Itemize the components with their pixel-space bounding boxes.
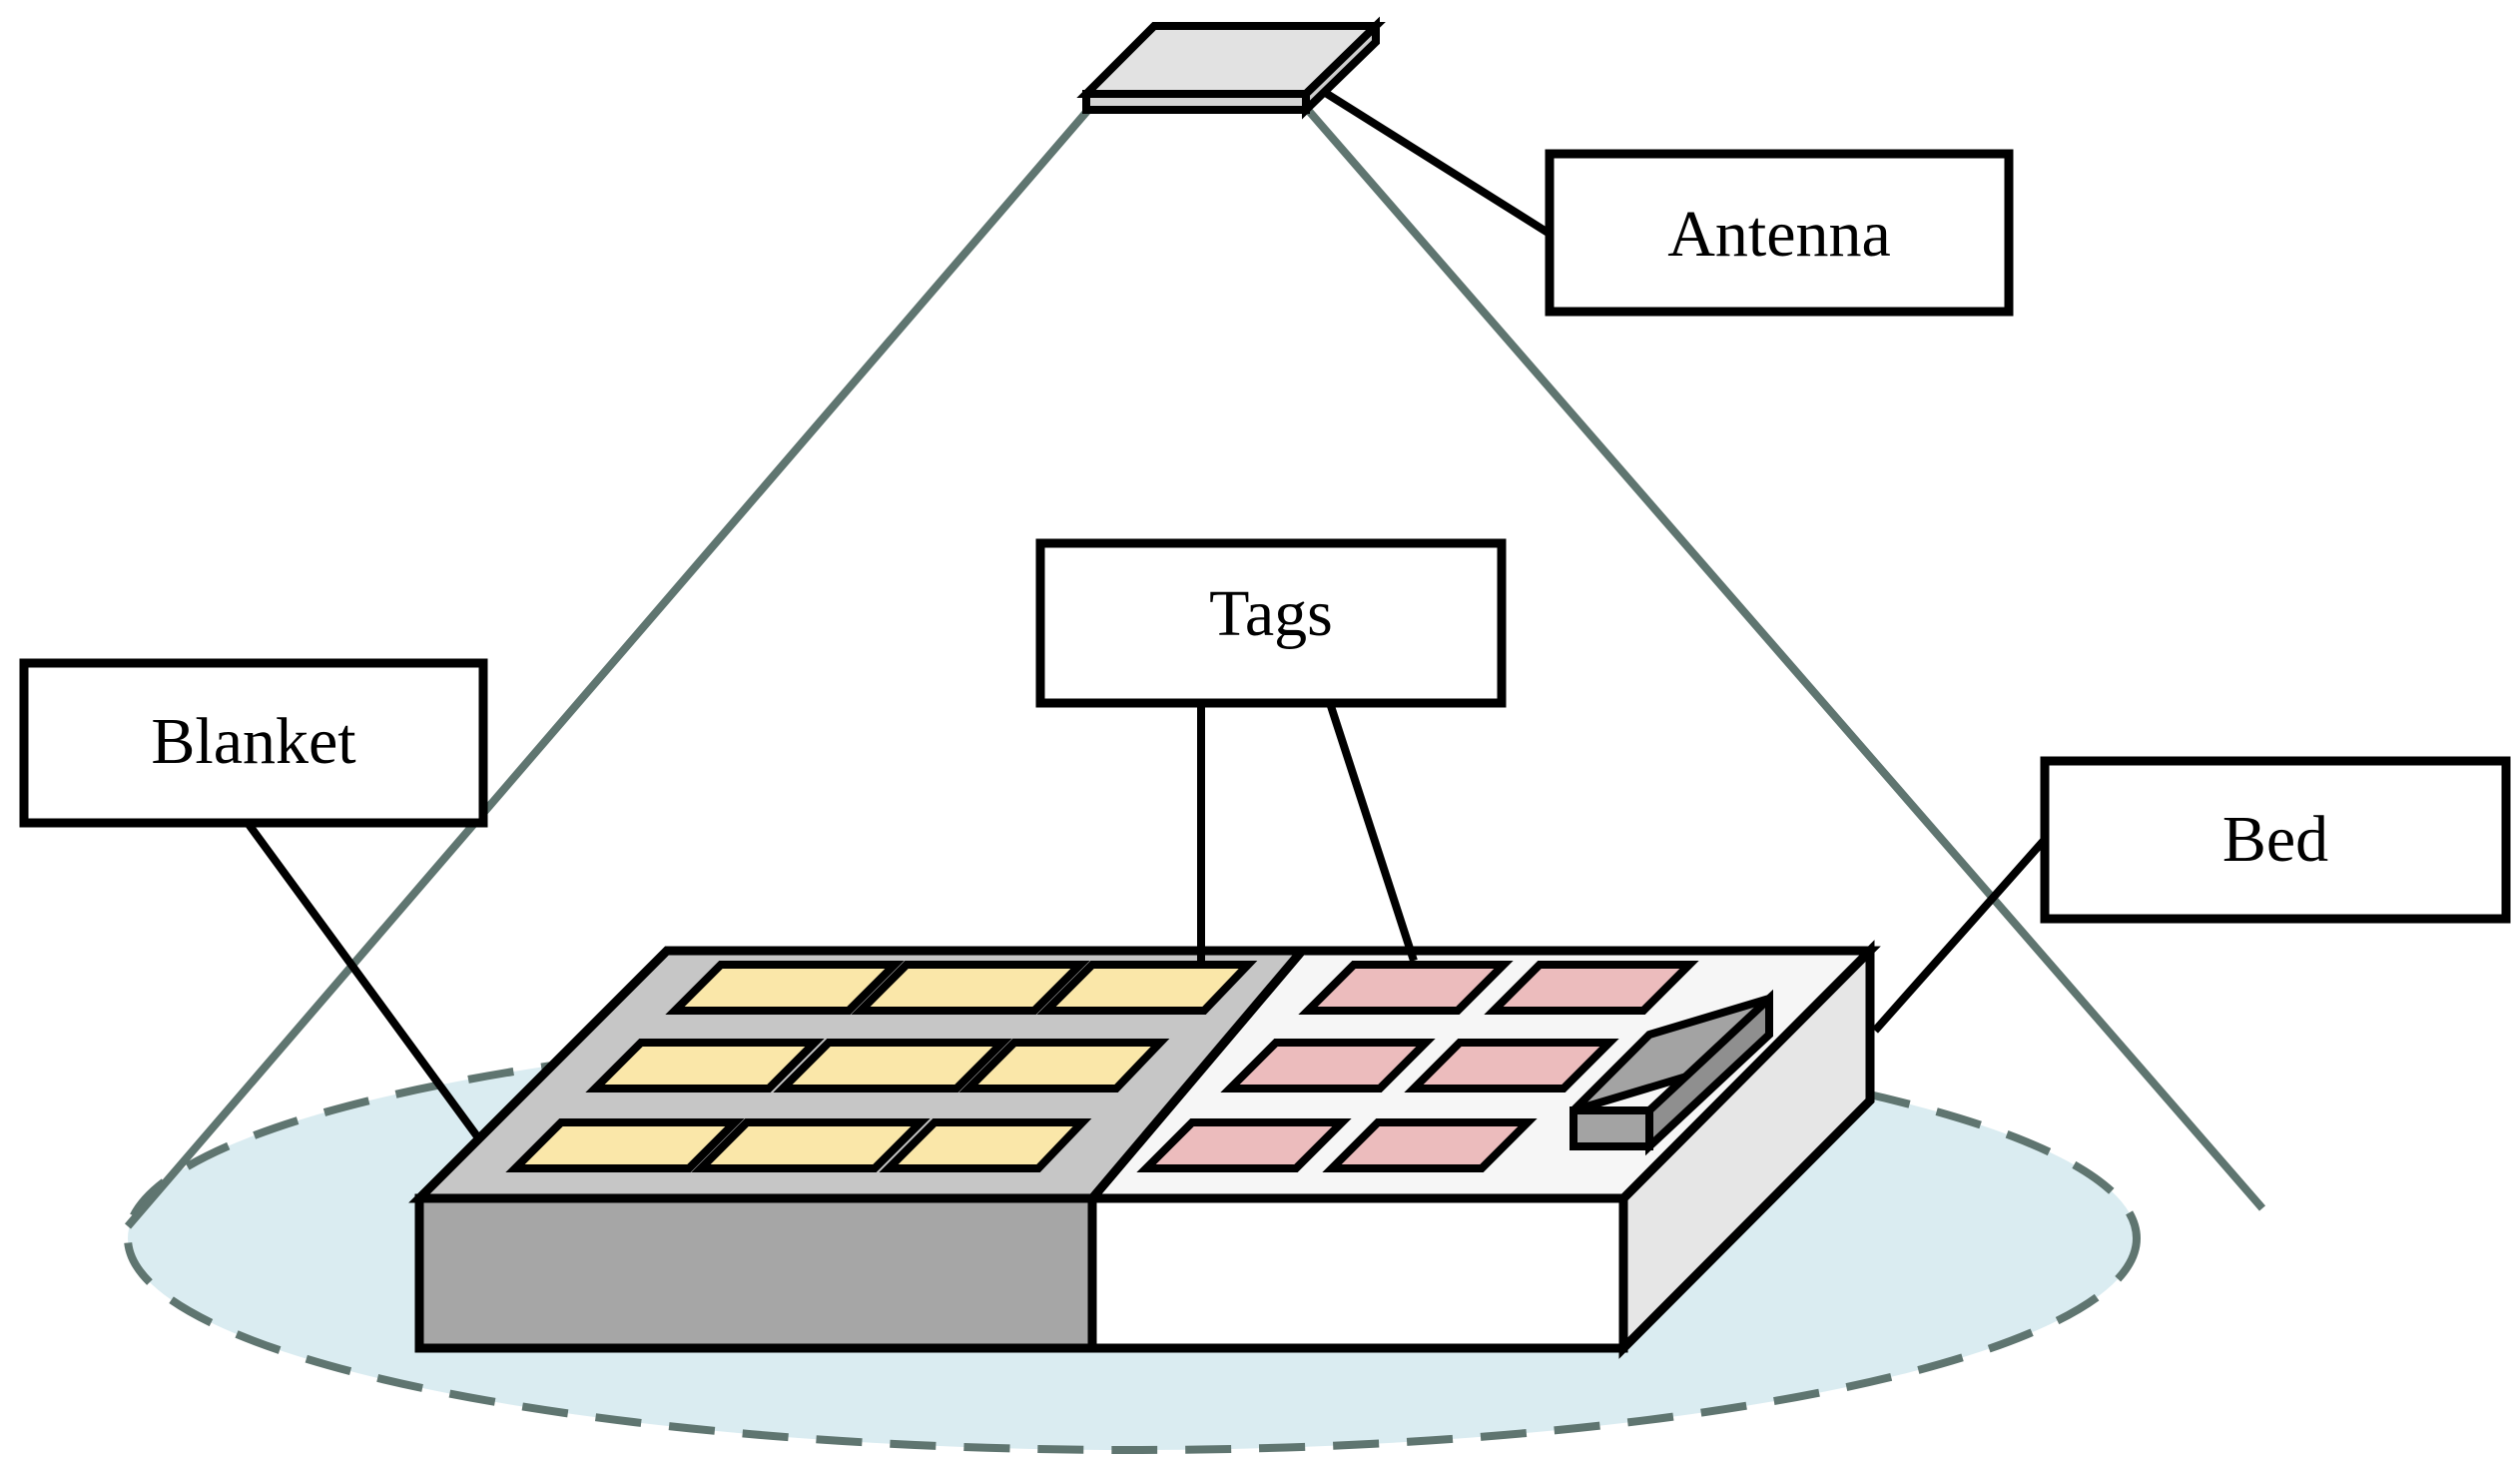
bed-leader-line <box>1872 832 2052 1034</box>
antenna-label-box <box>1545 149 2014 317</box>
blanket-tag <box>665 961 905 1015</box>
blanket-tag <box>851 961 1090 1015</box>
coverage-cone <box>124 107 2266 1229</box>
bed-front-face <box>1087 1193 1628 1353</box>
blanket-label-box <box>19 658 488 828</box>
antenna-label: Antenna <box>1667 198 1891 271</box>
blanket-tag <box>691 1118 931 1172</box>
coverage-cone-right-edge <box>1304 107 2266 1211</box>
blanket-leader-line <box>244 820 481 1139</box>
blanket-tag <box>879 1118 1092 1172</box>
bed-label: Bed <box>2222 803 2328 876</box>
blanket-tag <box>1036 961 1258 1015</box>
pillow <box>1570 989 1773 1156</box>
blanket-tag <box>505 1118 745 1172</box>
blanket-tags <box>505 961 1258 1172</box>
blanket-tag <box>585 1039 825 1093</box>
antenna-front <box>1082 90 1310 114</box>
bed-tags <box>1136 961 1699 1172</box>
blanket-tag <box>958 1039 1170 1093</box>
tags-label-box <box>1035 538 1507 708</box>
blanket-label: Blanket <box>151 705 355 778</box>
tags-label: Tags <box>1209 577 1333 650</box>
antenna-leader-line <box>1321 88 1553 238</box>
tags-leader-line-bed <box>1326 701 1418 963</box>
coverage-cone-left-edge <box>124 107 1092 1229</box>
pillow-front <box>1570 1106 1653 1150</box>
bed-tag <box>1484 961 1699 1015</box>
bed-label-box <box>2040 756 2511 924</box>
blanket-tag <box>773 1039 1012 1093</box>
bed-tag <box>1404 1039 1619 1093</box>
bed-tag <box>1220 1039 1436 1093</box>
label-boxes <box>19 149 2511 924</box>
antenna-device <box>1076 16 1386 120</box>
bed-tag <box>1322 1118 1538 1172</box>
leader-lines <box>244 88 2052 1139</box>
bed-tag <box>1136 1118 1352 1172</box>
bed-tag <box>1298 961 1514 1015</box>
blanket-front-face <box>414 1193 1097 1353</box>
